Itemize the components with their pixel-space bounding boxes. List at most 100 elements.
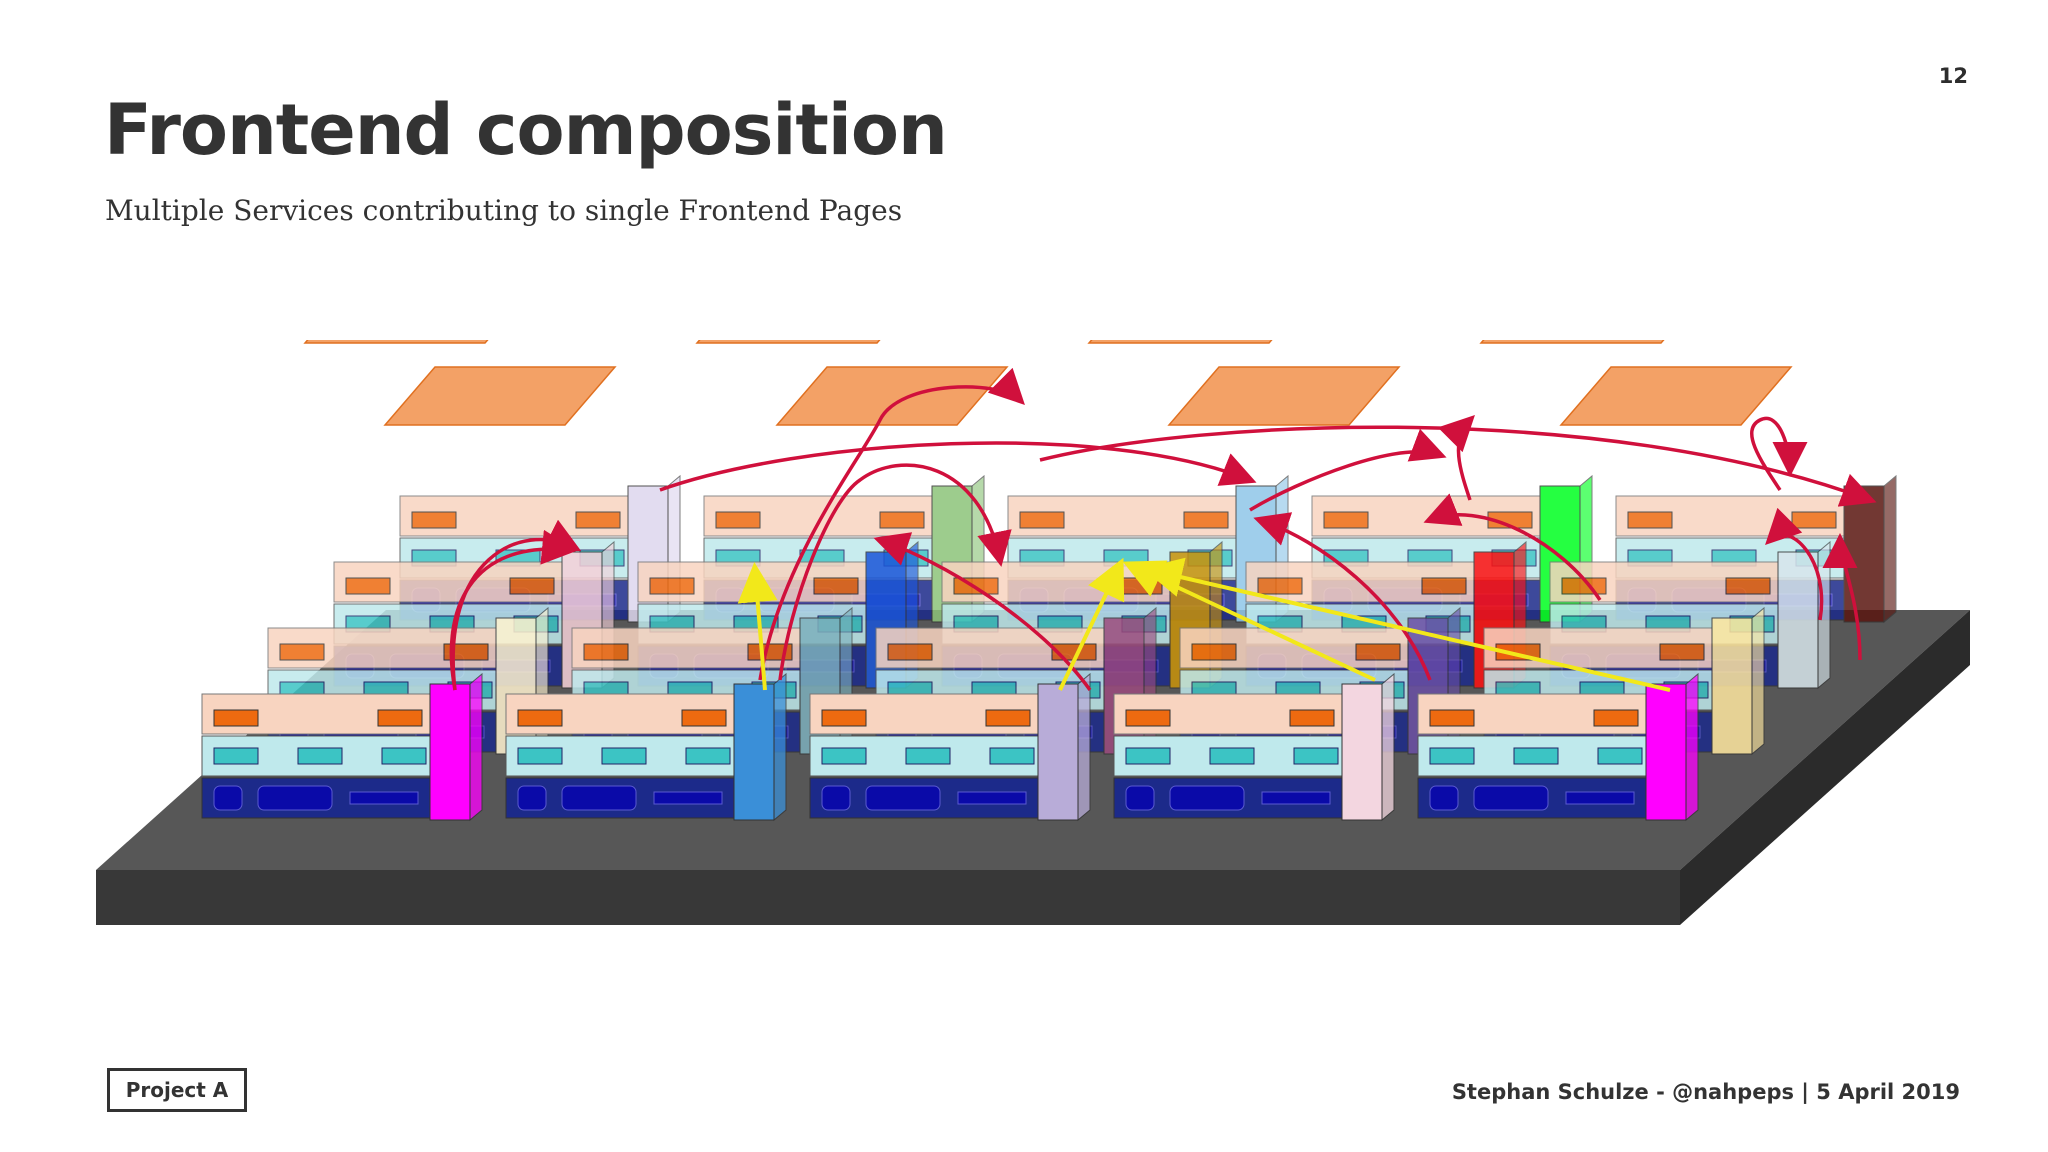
view-block	[345, 577, 391, 595]
storage-bar	[1261, 791, 1331, 805]
red-dependency-arrow	[1039, 425, 1877, 507]
logic-block	[1597, 747, 1643, 765]
red-dependency-arrow	[1423, 493, 1602, 601]
storage-disk	[1429, 785, 1459, 811]
view-block	[747, 643, 793, 661]
storage-disk	[1125, 785, 1155, 811]
view-block	[715, 511, 761, 529]
storage-cylinder	[1473, 785, 1549, 811]
view-block	[583, 643, 629, 661]
logic-block	[381, 747, 427, 765]
service-rack	[201, 672, 483, 822]
service-pillar-side	[1751, 606, 1765, 756]
logic-block	[297, 747, 343, 765]
frontend-page	[775, 366, 1009, 426]
logic-block	[905, 747, 951, 765]
page-number: 12	[1938, 64, 1968, 88]
red-dependency-arrow	[1253, 512, 1432, 681]
view-block	[1627, 511, 1673, 529]
service-pillar	[1777, 551, 1819, 689]
view-block	[1125, 709, 1171, 727]
service-pillar-side	[469, 672, 483, 822]
view-block	[1289, 709, 1335, 727]
service-racks	[201, 474, 1897, 822]
service-rack	[1113, 672, 1395, 822]
red-dependency-arrow	[1749, 416, 1808, 491]
logic-block	[1513, 747, 1559, 765]
storage-cylinder	[257, 785, 333, 811]
platform-front	[96, 870, 1680, 925]
storage-cylinder	[1169, 785, 1245, 811]
slide-title: Frontend composition	[104, 89, 948, 171]
view-block	[879, 511, 925, 529]
storage-disk	[821, 785, 851, 811]
red-dependency-arrow	[659, 441, 1257, 492]
frontend-page	[1167, 366, 1401, 426]
view-block	[279, 643, 325, 661]
storage-cylinder	[865, 785, 941, 811]
project-a-logo: Project A	[107, 1068, 247, 1112]
slide-subtitle: Multiple Services contributing to single…	[105, 194, 903, 227]
frontend-pages	[303, 340, 1793, 426]
service-rack	[1417, 672, 1699, 822]
storage-disk	[517, 785, 547, 811]
view-block	[1117, 577, 1163, 595]
logic-block	[821, 747, 867, 765]
footer-author-date: Stephan Schulze - @nahpeps | 5 April 201…	[1451, 1080, 1960, 1104]
red-dependency-arrow	[1765, 507, 1824, 621]
logo-text: Project A	[125, 1078, 229, 1102]
view-block	[985, 709, 1031, 727]
logic-block	[213, 747, 259, 765]
view-block	[509, 577, 555, 595]
service-pillar	[1645, 683, 1687, 821]
frontend-page	[303, 340, 489, 344]
service-pillar	[429, 683, 471, 821]
architecture-diagram	[96, 340, 1970, 925]
view-block	[1323, 511, 1369, 529]
yellow-composition-arrow	[737, 562, 778, 691]
service-pillar-side	[1381, 672, 1395, 822]
view-block	[649, 577, 695, 595]
storage-bar	[957, 791, 1027, 805]
red-dependency-arrow	[1822, 533, 1862, 661]
view-block	[517, 709, 563, 727]
view-block	[1183, 511, 1229, 529]
view-block	[1421, 577, 1467, 595]
service-pillar-side	[1685, 672, 1699, 822]
logic-block	[989, 747, 1035, 765]
frontend-page	[1479, 340, 1665, 344]
view-block	[681, 709, 727, 727]
logic-block	[517, 747, 563, 765]
service-pillar-side	[1077, 672, 1091, 822]
view-block	[1257, 577, 1303, 595]
storage-disk	[213, 785, 243, 811]
view-block	[411, 511, 457, 529]
red-dependency-arrow	[873, 532, 1092, 692]
view-block	[1593, 709, 1639, 727]
red-dependency-arrow	[1249, 428, 1447, 512]
view-block	[213, 709, 259, 727]
view-block	[821, 709, 867, 727]
yellow-composition-arrow	[1058, 557, 1125, 691]
composition-arrows	[449, 367, 1877, 692]
storage-bar	[653, 791, 723, 805]
storage-cylinder	[561, 785, 637, 811]
frontend-page	[695, 340, 881, 344]
view-block	[1019, 511, 1065, 529]
view-block	[887, 643, 933, 661]
view-block	[377, 709, 423, 727]
logic-block	[1125, 747, 1171, 765]
view-block	[1725, 577, 1771, 595]
service-rack	[505, 672, 787, 822]
red-dependency-arrow	[451, 519, 582, 691]
view-block	[813, 577, 859, 595]
view-block	[1191, 643, 1237, 661]
view-block	[575, 511, 621, 529]
yellow-composition-arrow	[1142, 557, 1671, 692]
view-block	[1355, 643, 1401, 661]
service-pillar	[1341, 683, 1383, 821]
view-block	[1429, 709, 1475, 727]
logic-block	[601, 747, 647, 765]
logic-block	[1293, 747, 1339, 765]
frontend-page	[1559, 366, 1793, 426]
